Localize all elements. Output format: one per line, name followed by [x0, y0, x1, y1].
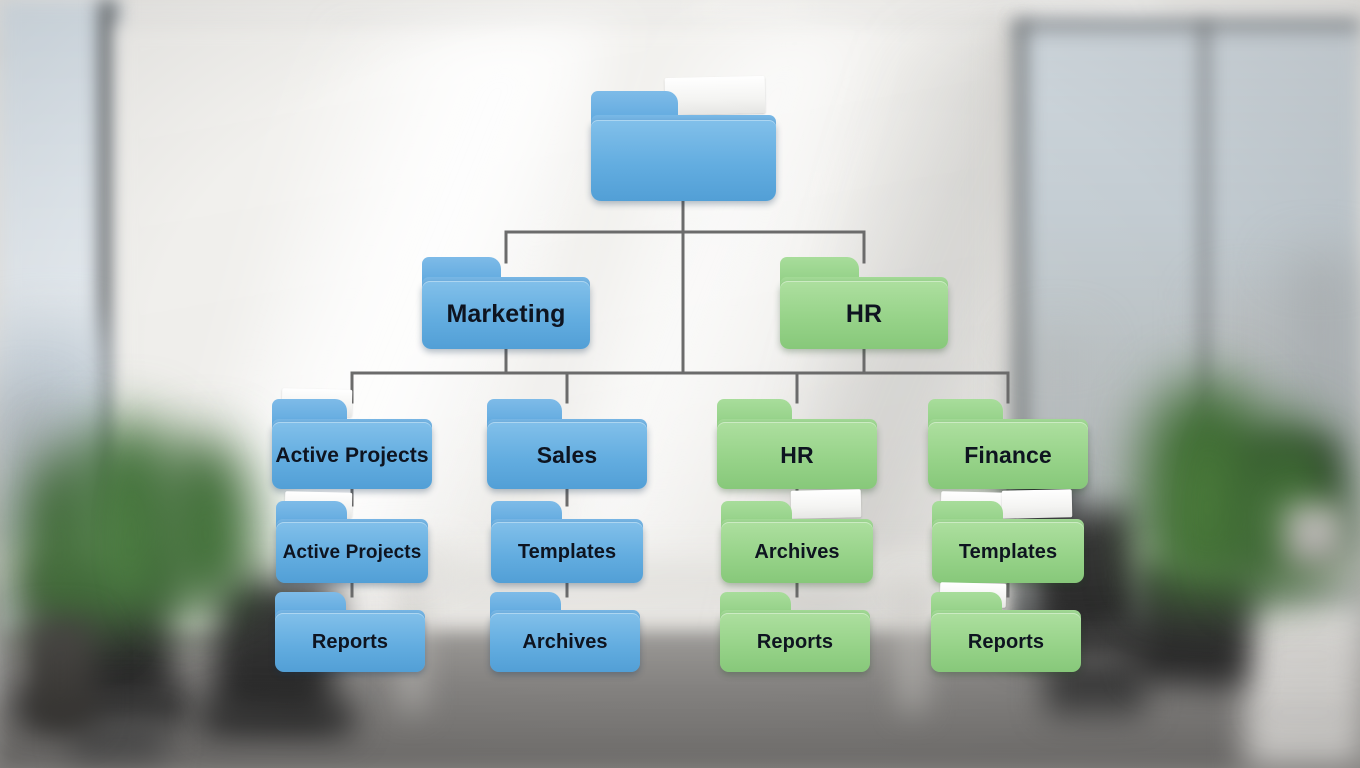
folder-node-root[interactable] — [591, 75, 776, 201]
folder-label: Archives — [754, 541, 840, 564]
folder-front — [591, 119, 776, 201]
folder-node-active-projects-level3[interactable]: Active Projects — [272, 388, 432, 489]
folder-shape — [591, 75, 776, 201]
folder-shape: Finance — [928, 399, 1088, 489]
folder-node-hr-level3[interactable]: HR — [717, 399, 877, 489]
folder-label — [591, 120, 776, 201]
glass-header-rail — [1016, 20, 1360, 30]
papers-icon — [664, 75, 766, 116]
folder-node-reports-finance[interactable]: Reports — [931, 582, 1081, 672]
folder-node-templates-marketing[interactable]: Templates — [491, 501, 643, 583]
folder-node-active-projects-level4[interactable]: Active Projects — [276, 491, 428, 583]
desk-center-leg — [905, 585, 920, 710]
folder-shape: Marketing — [422, 257, 590, 349]
cabinet-drawer-seam-2 — [1255, 712, 1355, 715]
glass-mullion-left — [1016, 22, 1026, 662]
office-chair-2-seat — [200, 705, 355, 735]
folder-front — [720, 612, 870, 672]
folder-front — [717, 422, 877, 489]
folder-label: Templates — [958, 541, 1058, 564]
folder-label: Marketing — [446, 300, 566, 329]
folder-shape: Active Projects — [276, 491, 428, 583]
folder-label: Templates — [517, 541, 617, 564]
folder-shape: Archives — [721, 489, 873, 583]
folder-shape: Archives — [490, 592, 640, 672]
folder-front — [491, 522, 643, 583]
papers-icon — [790, 489, 862, 519]
folder-front — [422, 280, 590, 349]
folder-node-finance[interactable]: Finance — [928, 399, 1088, 489]
folder-shape: Templates — [932, 489, 1084, 583]
folder-node-hr-level2[interactable]: HR — [780, 257, 948, 349]
filing-cabinet — [1245, 600, 1360, 768]
folder-node-reports-hr[interactable]: Reports — [720, 592, 870, 672]
folder-front — [932, 522, 1084, 583]
folder-front — [721, 522, 873, 583]
folder-label: Active Projects — [282, 541, 422, 563]
folder-label: Reports — [311, 630, 389, 653]
folder-front — [276, 522, 428, 583]
folder-front — [931, 612, 1081, 672]
folder-label: Reports — [756, 630, 834, 653]
glass-mullion-right — [1200, 22, 1209, 642]
folder-shape: Active Projects — [272, 388, 432, 489]
folder-label: Finance — [964, 442, 1052, 469]
plant-left-foliage-3 — [150, 430, 260, 605]
ceiling-light — [1010, 6, 1160, 22]
folder-label: HR — [845, 300, 883, 329]
plant-left-pot — [25, 620, 95, 730]
folder-label: HR — [780, 442, 814, 469]
folder-node-archives-sales[interactable]: Archives — [490, 592, 640, 672]
folder-shape: Sales — [487, 399, 647, 489]
folder-shape: Reports — [275, 592, 425, 672]
folder-shape: Templates — [491, 501, 643, 583]
folder-shape: Reports — [931, 582, 1081, 672]
folder-node-archives-hr[interactable]: Archives — [721, 489, 873, 583]
folder-shape: HR — [780, 257, 948, 349]
folder-label: Archives — [522, 630, 608, 653]
folder-front — [275, 612, 425, 672]
folder-node-templates-finance[interactable]: Templates — [932, 489, 1084, 583]
folder-front — [272, 422, 432, 489]
folder-front — [780, 280, 948, 349]
folder-front — [487, 422, 647, 489]
folder-node-reports-marketing[interactable]: Reports — [275, 592, 425, 672]
folder-front — [490, 612, 640, 672]
cabinet-drawer-seam-1 — [1255, 655, 1355, 658]
folder-node-marketing[interactable]: Marketing — [422, 257, 590, 349]
folder-label: Active Projects — [275, 443, 429, 467]
folder-label: Sales — [536, 442, 598, 469]
plant-right-pot — [1285, 505, 1345, 567]
ceiling-light-secondary — [690, 2, 810, 14]
folder-shape: Reports — [720, 592, 870, 672]
papers-icon-right — [1001, 489, 1073, 519]
folder-shape: HR — [717, 399, 877, 489]
folder-node-sales[interactable]: Sales — [487, 399, 647, 489]
folder-label: Reports — [967, 630, 1045, 653]
folder-front — [928, 422, 1088, 489]
